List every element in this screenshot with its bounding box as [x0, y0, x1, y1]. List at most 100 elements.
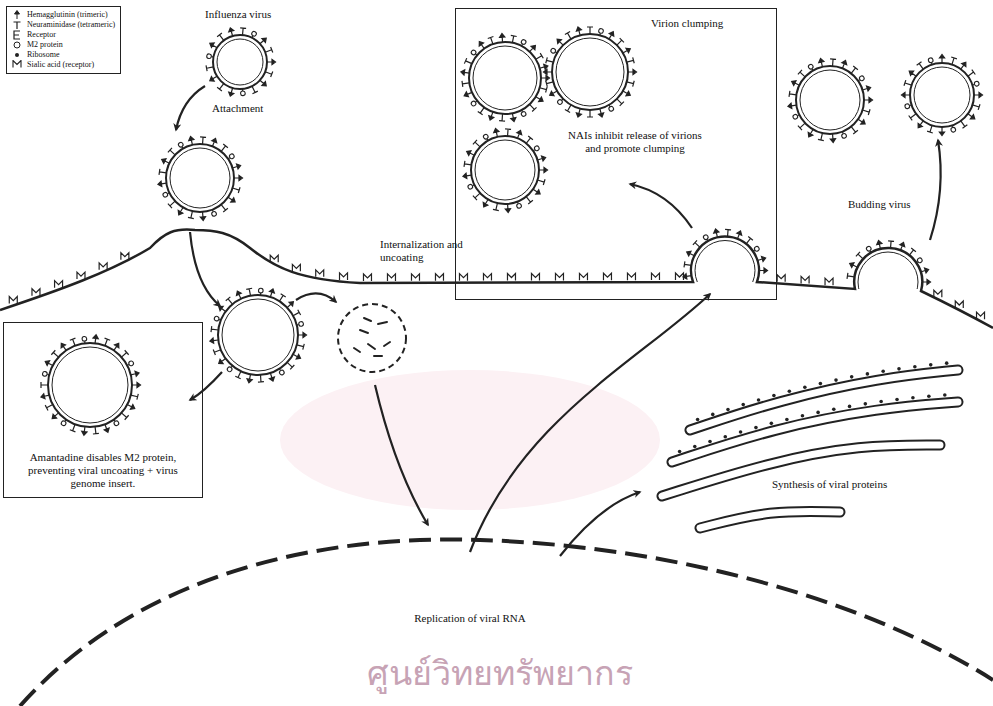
hemagglutinin-spike	[40, 393, 49, 400]
virion-envelope	[166, 144, 234, 212]
legend-symbol	[11, 10, 23, 20]
sialic-receptor	[627, 273, 635, 280]
neuraminidase-spike	[258, 375, 264, 382]
sialic-receptor	[483, 274, 491, 281]
ribosome	[785, 418, 789, 422]
er-lumen	[662, 445, 940, 496]
neuraminidase-spike	[818, 132, 825, 140]
virion-envelope	[796, 66, 864, 134]
legend-text: Hemagglutinin (trimeric)	[27, 10, 108, 20]
hemagglutinin-spike	[463, 172, 472, 178]
sialic-receptor	[9, 297, 17, 304]
hemagglutinin-spike	[188, 136, 195, 145]
sialic-receptor	[292, 264, 300, 271]
legend-symbol	[11, 50, 23, 60]
neuraminidase-spike	[537, 177, 545, 185]
neuraminidase-spike	[493, 202, 500, 210]
sialic-receptor	[934, 290, 942, 297]
hemagglutinin-spike	[539, 167, 548, 172]
m2-protein	[298, 321, 304, 327]
sialic-receptor	[675, 273, 683, 280]
ribosome	[879, 400, 883, 404]
inset-box: Virion clumpingNAIs inhibit release of v…	[455, 8, 777, 300]
inset-box: Amantadine disables M2 protein, preventi…	[3, 322, 203, 498]
sialic-receptor	[801, 276, 809, 283]
m2-protein	[557, 99, 564, 106]
ribosome	[801, 414, 805, 418]
hemagglutinin-spike	[298, 332, 307, 337]
hemagglutinin-spike	[217, 356, 227, 365]
ribosome	[945, 361, 949, 365]
virion-matrix	[473, 46, 537, 110]
hemagglutinin-spike	[939, 55, 944, 64]
m2-protein	[534, 145, 540, 151]
neuraminidase-spike	[499, 114, 505, 121]
hemagglutinin-spike	[920, 267, 930, 274]
m2-protein	[516, 203, 522, 209]
virion-matrix	[475, 140, 535, 200]
hemagglutinin-spike	[488, 111, 496, 121]
endoplasmic-reticulum	[662, 361, 958, 528]
sialic-receptor	[270, 255, 278, 262]
inset-note: NAIs inhibit release of virions and prom…	[564, 129, 706, 155]
sialic-receptor	[777, 275, 785, 282]
hemagglutinin-spike	[92, 335, 98, 344]
hemagglutinin-spike	[966, 112, 976, 121]
legend-symbol	[11, 30, 23, 40]
hemagglutinin-spike	[534, 94, 544, 103]
sialic-receptor	[825, 278, 833, 285]
neuraminidase-spike	[168, 148, 177, 157]
hemagglutinin-spike	[210, 137, 218, 147]
m2-protein	[178, 142, 184, 148]
ribosome	[819, 382, 823, 386]
influenza-virion	[463, 128, 548, 213]
neuraminidase-spike	[524, 136, 533, 145]
sialic-receptor	[316, 270, 324, 277]
sialic-receptor	[77, 272, 85, 279]
hemagglutinin-spike	[597, 108, 604, 118]
legend-entry: Ribosome	[11, 50, 115, 60]
neuraminidase-spike	[615, 38, 624, 47]
sialic-receptor	[55, 281, 63, 288]
virion-matrix	[695, 241, 755, 283]
m2-protein	[550, 48, 556, 54]
hemagglutinin-spike	[759, 268, 768, 273]
neuraminidase-spike	[478, 106, 487, 115]
hemagglutinin-spike	[161, 157, 171, 165]
legend-text: Receptor	[27, 30, 56, 40]
virion-envelope	[471, 136, 539, 204]
neuraminidase-spike	[830, 59, 837, 66]
neuraminidase-spike	[462, 80, 470, 87]
virion-envelope	[552, 34, 628, 110]
m2-protein	[113, 420, 119, 426]
legend-text: Neuraminidase (tetrameric)	[27, 20, 115, 30]
neuraminidase-spike	[849, 66, 858, 75]
hemagglutinin-spike	[132, 382, 141, 387]
legend-text: M2 protein	[27, 40, 63, 50]
neuraminidase-spike	[235, 370, 243, 379]
m2-protein	[229, 153, 235, 159]
neuraminidase-spike	[565, 103, 574, 112]
m2-protein	[950, 127, 956, 133]
m2-protein	[128, 360, 134, 366]
neuraminidase-spike	[744, 237, 753, 246]
stage-label: Influenza virus	[205, 8, 305, 21]
hemagglutinin-spike	[908, 69, 918, 78]
m2-protein	[608, 106, 614, 112]
hemagglutinin-spike	[493, 128, 500, 137]
virion-matrix	[800, 70, 860, 130]
m2-protein	[859, 75, 865, 81]
influenza-virion	[158, 136, 243, 221]
neuraminidase-spike	[927, 125, 935, 134]
sialic-receptor	[387, 274, 395, 281]
hemagglutinin-spike	[862, 85, 872, 92]
viral-rna	[374, 355, 382, 357]
sialic-receptor	[459, 274, 467, 281]
stage-label: Attachment	[212, 102, 292, 115]
hemagglutinin-spike	[158, 180, 167, 186]
m2-protein	[598, 28, 604, 34]
m2-protein	[470, 100, 476, 106]
viral-rna	[360, 330, 368, 333]
hemagglutinin-spike	[50, 411, 60, 421]
hemagglutinin-spike	[81, 426, 87, 435]
